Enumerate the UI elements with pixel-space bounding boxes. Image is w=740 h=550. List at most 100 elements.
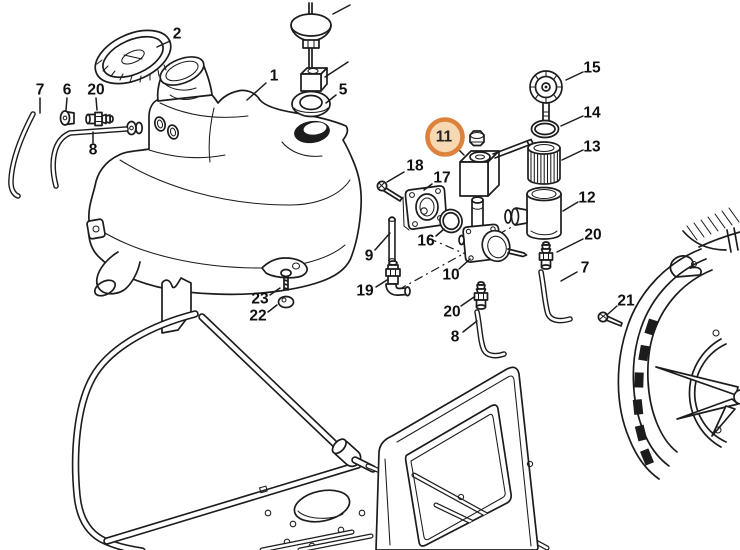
filter-part-13 <box>527 141 561 185</box>
callout-14[interactable]: 14 <box>560 105 601 127</box>
callout-7[interactable]: 7 <box>560 260 590 282</box>
callout-leader-line <box>269 287 281 296</box>
callout-leader-line <box>560 271 578 282</box>
callout-19[interactable]: 19 <box>356 279 388 300</box>
callout-20[interactable]: 20 <box>443 296 475 321</box>
callout-20[interactable]: 20 <box>556 227 602 253</box>
valve-body-part-10 <box>458 196 528 263</box>
highlight-circle <box>425 117 465 157</box>
filler-neck <box>156 56 213 102</box>
fitting-part-20-left <box>85 111 114 127</box>
callout-2[interactable]: 2 <box>156 26 182 48</box>
elbow-part-19 <box>385 260 411 297</box>
blower-clip <box>669 255 702 278</box>
nut-for-part-11 <box>469 130 485 147</box>
callout-leader-line <box>267 304 278 313</box>
callout-23[interactable]: 23 <box>251 287 281 308</box>
callout-number: 20 <box>443 304 460 321</box>
callout-leader-line <box>156 40 171 48</box>
callout-5[interactable]: 5 <box>325 82 348 104</box>
tank-spout <box>95 251 141 295</box>
valve-assembly <box>376 130 534 359</box>
callout-leader-line <box>435 228 445 237</box>
callout-leader-line <box>607 305 618 315</box>
callout-number: 13 <box>583 139 601 156</box>
callout-leader-line <box>556 238 584 253</box>
callout-leader-line <box>246 82 267 101</box>
callout-leader-line <box>565 71 584 81</box>
o-ring-part-16 <box>439 208 463 234</box>
callout-6[interactable]: 6 <box>63 82 72 111</box>
callout-11[interactable]: 11 <box>425 117 465 157</box>
callout-leader-line <box>462 320 478 333</box>
hose-part-7-right <box>538 269 573 324</box>
callout-number: 2 <box>173 26 182 43</box>
blower-housing <box>597 207 740 480</box>
fuel-tank-drawing <box>86 2 363 309</box>
ring-part-5 <box>291 90 331 118</box>
screw-part-21 <box>597 311 623 327</box>
hose-part-8-center <box>474 309 507 359</box>
callout-leader-line <box>423 183 433 191</box>
canister-part-12 <box>504 186 562 240</box>
tank-tab <box>86 218 106 240</box>
callout-number: 5 <box>339 82 348 99</box>
callout-leader-line <box>374 232 391 251</box>
rosette-part-15 <box>529 70 563 123</box>
callout-15[interactable]: 15 <box>565 60 601 81</box>
callout-leader-line <box>386 171 405 183</box>
callout-leader-line <box>65 97 68 111</box>
callout-number: 1 <box>270 68 279 85</box>
left-fittings-and-hoses <box>8 110 129 199</box>
callout-number: 8 <box>89 142 98 159</box>
callout-9[interactable]: 9 <box>365 232 391 265</box>
frame-loop-tube <box>71 310 199 550</box>
leader-stub <box>332 4 351 15</box>
o-ring-part-14 <box>530 119 560 139</box>
callout-13[interactable]: 13 <box>561 139 601 161</box>
callout-number: 20 <box>584 227 601 244</box>
callout-8[interactable]: 8 <box>89 131 98 159</box>
callout-leader-line <box>460 296 475 307</box>
callout-number: 9 <box>365 248 374 265</box>
callout-leader-line <box>560 115 584 127</box>
callout-8[interactable]: 8 <box>451 320 478 346</box>
callout-21[interactable]: 21 <box>607 293 635 315</box>
handle-panel <box>375 366 539 550</box>
screw-part-18 <box>376 180 403 202</box>
blower-vents <box>632 318 658 466</box>
callout-18[interactable]: 18 <box>386 158 424 183</box>
callout-16[interactable]: 16 <box>417 228 445 250</box>
tank-grommet <box>126 120 144 136</box>
assembly-axis-line-2 <box>427 237 471 257</box>
grommet-part-6 <box>59 110 75 126</box>
callout-12[interactable]: 12 <box>562 190 596 212</box>
leader-stub <box>324 61 349 78</box>
callout-22[interactable]: 22 <box>249 304 278 325</box>
callout-10[interactable]: 10 <box>442 258 471 284</box>
callout-number: 22 <box>249 308 266 325</box>
base-plate <box>258 485 366 550</box>
callout-number: 16 <box>417 233 435 250</box>
fan-blades <box>655 366 740 437</box>
callout-17[interactable]: 17 <box>423 170 451 191</box>
callout-20[interactable]: 20 <box>87 82 105 111</box>
washer-part-22 <box>277 295 295 309</box>
callout-number: 23 <box>251 291 269 308</box>
callout-number: 18 <box>406 158 424 175</box>
callout-1[interactable]: 1 <box>246 68 279 101</box>
filter-column <box>504 70 573 324</box>
tube-part-9 <box>387 216 397 264</box>
callout-leader-line <box>561 149 584 161</box>
callout-7[interactable]: 7 <box>36 82 45 114</box>
flange-plate-part-17 <box>402 185 448 231</box>
callout-leader-line <box>95 97 98 111</box>
callout-number: 7 <box>581 260 590 277</box>
panel-window <box>404 404 513 547</box>
callout-number: 6 <box>63 82 72 99</box>
fitting-part-20-center <box>473 281 489 310</box>
callout-number: 20 <box>87 82 104 99</box>
callout-number: 10 <box>442 267 459 284</box>
